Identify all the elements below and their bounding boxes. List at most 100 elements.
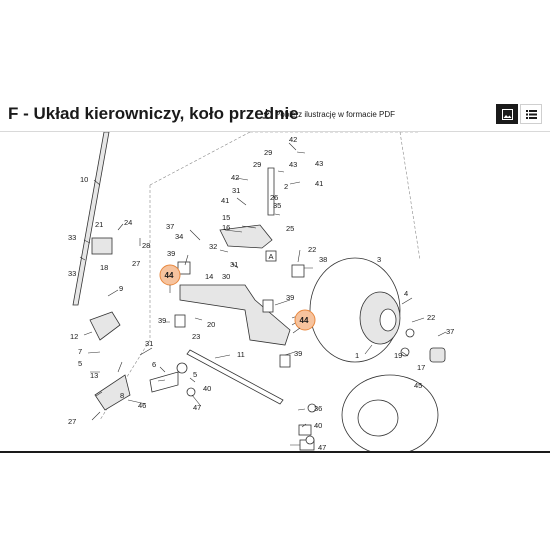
label-14: 14 <box>205 272 213 281</box>
bushing-39 <box>177 261 191 275</box>
label-37: 37 <box>166 222 174 231</box>
guide-lines <box>99 132 421 421</box>
label-18: 18 <box>100 263 108 272</box>
label-44a: 44 <box>165 271 174 280</box>
parts-diagram: A 10 42 29 29 43 43 42 2 41 31 26 41 35 … <box>68 132 454 452</box>
download-pdf-link[interactable]: Pobierz ilustrację w formacie PDF <box>262 109 395 119</box>
label-38: 38 <box>319 255 327 264</box>
label-41b: 41 <box>221 196 229 205</box>
label-46: 46 <box>138 401 146 410</box>
label-32: 32 <box>209 242 217 251</box>
lower-bracket <box>94 374 131 411</box>
label-1: 1 <box>355 351 359 360</box>
label-21: 21 <box>95 220 103 229</box>
list-view-toggle[interactable] <box>520 104 542 124</box>
label-30: 30 <box>222 272 230 281</box>
hub-bracket <box>89 311 121 341</box>
steering-bracket <box>179 284 291 346</box>
label-4: 4 <box>404 289 408 298</box>
label-11: 11 <box>237 350 245 359</box>
highlight-part-44-left[interactable]: 44 <box>159 264 181 286</box>
reference-box <box>265 250 277 262</box>
washer-19 <box>400 347 410 357</box>
label-44b: 44 <box>300 316 309 325</box>
tie-rod <box>186 349 284 405</box>
highlight-part-44-right[interactable]: 44 <box>294 309 316 331</box>
bushing-38 <box>291 264 305 278</box>
label-47b: 47 <box>318 443 326 452</box>
label-5b: 5 <box>193 370 197 379</box>
label-36: 36 <box>314 404 322 413</box>
bushing-39c <box>279 354 291 368</box>
label-3: 3 <box>377 255 381 264</box>
label-22b: 22 <box>427 313 435 322</box>
label-23: 23 <box>192 332 200 341</box>
label-39b: 39 <box>286 293 294 302</box>
list-view-icon <box>526 110 537 119</box>
bushing-39b <box>262 299 274 313</box>
label-41: 41 <box>315 179 323 188</box>
label-13: 13 <box>90 371 98 380</box>
washer-39 <box>176 362 188 374</box>
download-icon <box>262 109 271 119</box>
label-28: 28 <box>142 241 150 250</box>
label-27b: 27 <box>68 417 76 426</box>
label-25: 25 <box>286 224 294 233</box>
page-title: F - Układ kierowniczy, koło przednie <box>8 104 299 123</box>
label-29: 29 <box>264 148 272 157</box>
label-5: 5 <box>78 359 82 368</box>
label-6: 6 <box>152 360 156 369</box>
washer-47 <box>305 435 315 445</box>
front-wheel-hub <box>379 308 397 332</box>
spindle <box>149 371 179 393</box>
hydraulic-unit <box>91 237 113 255</box>
label-33: 33 <box>68 233 76 242</box>
label-26: 26 <box>270 193 278 202</box>
label-43: 43 <box>315 159 323 168</box>
label-37b: 37 <box>446 327 454 336</box>
label-A: A <box>269 252 274 261</box>
leader-44b <box>292 327 301 334</box>
bushing-40 <box>298 424 312 436</box>
label-8: 8 <box>120 391 124 400</box>
label-7: 7 <box>78 347 82 356</box>
label-31: 31 <box>232 186 240 195</box>
label-42: 42 <box>289 135 297 144</box>
washer-22 <box>405 328 415 338</box>
label-42b: 42 <box>231 173 239 182</box>
label-39d: 39 <box>294 349 302 358</box>
label-24: 24 <box>124 218 132 227</box>
label-22: 22 <box>308 245 316 254</box>
bottom-divider <box>0 451 550 453</box>
label-9: 9 <box>119 284 123 293</box>
kingpin <box>267 167 275 216</box>
image-view-icon <box>502 109 513 120</box>
label-35: 35 <box>273 201 281 210</box>
diagram-top-border <box>0 131 550 132</box>
washer-40 <box>186 387 196 397</box>
label-29b: 29 <box>253 160 261 169</box>
page-header: F - Układ kierowniczy, koło przednie Pob… <box>0 98 550 132</box>
bushing-23 <box>174 314 186 328</box>
label-20: 20 <box>207 320 215 329</box>
label-39: 39 <box>167 249 175 258</box>
label-2: 2 <box>284 182 288 191</box>
download-pdf-label: Pobierz ilustrację w formacie PDF <box>275 109 396 119</box>
label-33b: 33 <box>68 269 76 278</box>
label-19: 19 <box>394 351 402 360</box>
steering-column <box>72 132 110 306</box>
washer-36 <box>307 403 317 413</box>
label-12: 12 <box>70 332 78 341</box>
label-34: 34 <box>175 232 183 241</box>
label-31b: 31 <box>230 260 238 269</box>
image-view-toggle[interactable] <box>496 104 518 124</box>
label-27: 27 <box>132 259 140 268</box>
label-40: 40 <box>203 384 211 393</box>
label-17: 17 <box>417 363 425 372</box>
hub-cap <box>429 347 446 363</box>
label-16: 16 <box>222 223 230 232</box>
label-31c: 31 <box>145 339 153 348</box>
label-39c: 39 <box>158 316 166 325</box>
spare-tire-inner <box>357 399 399 437</box>
label-15: 15 <box>222 213 230 222</box>
